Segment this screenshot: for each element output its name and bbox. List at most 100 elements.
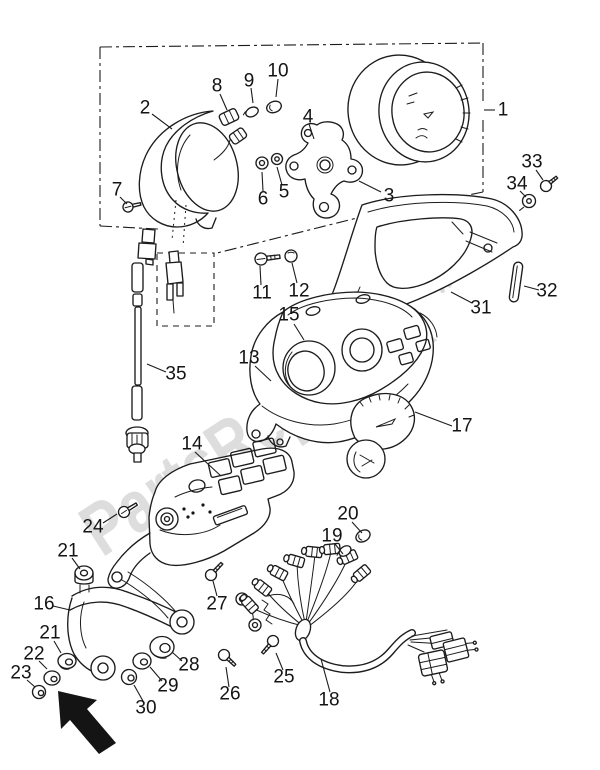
leader-part-31 xyxy=(450,291,473,304)
leader-part-9 xyxy=(250,87,254,104)
leader-part-21 xyxy=(71,557,81,570)
leader-part-18 xyxy=(320,658,331,693)
part-label-34: 34 xyxy=(506,174,528,195)
leader-part-21 xyxy=(53,640,62,654)
leader-part-19 xyxy=(334,543,344,555)
screw-7 xyxy=(122,201,142,213)
part-label-17: 17 xyxy=(451,416,472,437)
leader-part-28 xyxy=(171,651,183,662)
leader-part-7 xyxy=(119,196,128,205)
part-label-21: 21 xyxy=(39,623,60,644)
bulb-socket-8 xyxy=(218,108,240,126)
part-label-19: 19 xyxy=(321,526,342,547)
part-label-30: 30 xyxy=(135,698,156,719)
leader-part-33 xyxy=(535,169,544,181)
harness-connector-right xyxy=(442,637,479,663)
meter-cover xyxy=(138,110,239,248)
washer-22 xyxy=(43,670,61,686)
washer-29 xyxy=(132,652,152,670)
part-label-18: 18 xyxy=(318,690,339,711)
screw-27 xyxy=(204,561,224,582)
leader-part-35 xyxy=(146,363,167,373)
nut-6 xyxy=(255,156,269,170)
highlight-arrow xyxy=(58,691,116,754)
bulb-socket-8b xyxy=(228,127,248,145)
leader-part-6 xyxy=(261,171,264,192)
leader-part-11 xyxy=(259,265,262,286)
part-label-13: 13 xyxy=(238,348,259,369)
bulb-9 xyxy=(242,106,259,118)
leader-part-27 xyxy=(212,580,218,597)
part-label-11: 11 xyxy=(252,283,272,304)
leader-part-8 xyxy=(219,93,228,111)
part-label-2: 2 xyxy=(140,98,151,119)
part-label-8: 8 xyxy=(212,76,223,97)
bulb-10 xyxy=(266,100,282,114)
leader-part-3 xyxy=(358,180,382,193)
wire-harness xyxy=(239,542,479,686)
nut-30 xyxy=(120,668,138,686)
fuel-gauge-17 xyxy=(346,392,416,479)
part-label-4: 4 xyxy=(303,107,314,128)
part-label-12: 12 xyxy=(288,281,309,302)
part-label-27: 27 xyxy=(206,594,227,615)
part-label-24: 24 xyxy=(82,517,104,538)
part-label-28: 28 xyxy=(178,655,199,676)
part-label-26: 26 xyxy=(219,684,240,705)
part-label-22: 22 xyxy=(23,644,44,665)
washer-34 xyxy=(521,193,537,209)
grommet-28 xyxy=(149,635,175,659)
damper-pin-32 xyxy=(508,261,524,303)
part-label-33: 33 xyxy=(521,152,542,173)
housing-vent-holes xyxy=(386,324,431,366)
part-label-1: 1 xyxy=(498,100,509,121)
part-label-9: 9 xyxy=(244,71,255,92)
screw-24 xyxy=(117,502,139,519)
leader-lines xyxy=(26,78,544,702)
part-label-32: 32 xyxy=(536,281,557,302)
part-label-21: 21 xyxy=(57,541,78,562)
part-label-15: 15 xyxy=(278,305,299,326)
leader-part-25 xyxy=(275,652,284,671)
leader-part-17 xyxy=(414,411,453,427)
speedometer-gauge xyxy=(347,54,471,166)
part-label-5: 5 xyxy=(279,182,290,203)
cable-connector xyxy=(165,250,184,314)
leader-part-20 xyxy=(351,521,363,534)
leader-part-34 xyxy=(519,190,527,198)
screw-11 xyxy=(254,252,281,266)
leader-part-5 xyxy=(276,166,283,186)
part-label-29: 29 xyxy=(157,676,178,697)
part-label-25: 25 xyxy=(273,667,294,688)
leader-part-23 xyxy=(26,679,36,688)
leader-part-30 xyxy=(133,684,144,702)
part-label-23: 23 xyxy=(10,663,31,684)
leader-part-10 xyxy=(275,78,279,98)
leader-part-16 xyxy=(52,605,71,611)
leader-part-29 xyxy=(149,666,163,682)
leader-part-24 xyxy=(102,513,118,524)
connector-detail-box xyxy=(156,252,215,327)
leader-part-22 xyxy=(38,660,48,670)
part-label-14: 14 xyxy=(181,434,203,455)
grommet-21-lower xyxy=(57,652,77,670)
bulb-20 xyxy=(355,529,371,543)
meter-stay-16 xyxy=(67,571,195,681)
meter-base-plate xyxy=(107,437,295,589)
leader-part-15 xyxy=(293,323,305,341)
part-label-3: 3 xyxy=(384,186,395,207)
leader-part-12 xyxy=(291,262,298,284)
meter-bracket-3 xyxy=(285,121,364,219)
part-label-6: 6 xyxy=(258,189,269,210)
part-label-20: 20 xyxy=(337,504,358,525)
leader-part-13 xyxy=(254,365,272,382)
leader-part-32 xyxy=(523,285,540,291)
leader-part-4 xyxy=(308,123,315,140)
leader-part-14 xyxy=(194,451,222,477)
part-label-16: 16 xyxy=(33,594,54,615)
nut-23 xyxy=(31,684,47,700)
part-label-7: 7 xyxy=(112,180,123,201)
screw-25 xyxy=(260,634,280,655)
